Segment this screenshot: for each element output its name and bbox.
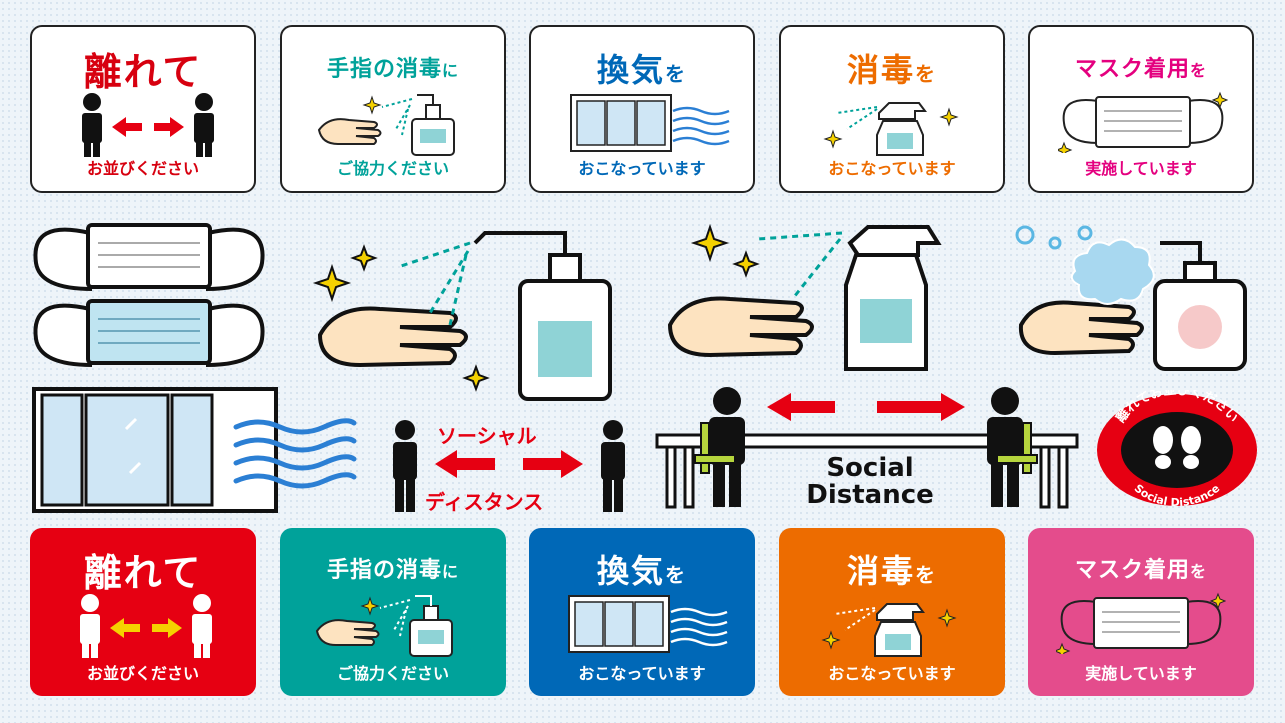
sign-title-text: 手指の消毒 [326,57,442,82]
sign-title-text: 離れて [83,551,203,595]
mask-icon [1058,91,1228,153]
table-seating-illustration [655,387,1079,509]
social-distance-people-icon [393,420,625,512]
sign-title: 換気を [529,546,755,592]
top-sign-row: 離れて お並びください 手指の消毒に ご協力ください [30,25,1255,195]
window-wind-icon [568,595,728,653]
sign-title: 消毒を [779,546,1005,592]
ventilation-sign-color: 換気を おこなっています [529,528,755,696]
disinfection-sign: 消毒を おこなっています [779,25,1005,193]
sign-subtitle: おこなっています [578,159,706,178]
two-people-icon [80,594,212,658]
sign-subtitle: ご協力ください [336,159,449,178]
sign-subtitle: 実施しています [1085,159,1197,178]
sign-title-suffix: に [442,562,460,581]
sign-title: 手指の消毒に [282,51,504,83]
masks-illustration [33,223,265,367]
social-distance-jp-top: ソーシャル [437,424,537,448]
sign-title-text: 換気 [596,51,665,89]
sign-title-suffix: を [915,563,937,587]
sign-title: 換気を [531,45,753,91]
spray-bottle-icon [821,603,957,657]
keep-distance-sign-color: 離れて お並びください [30,528,256,696]
disinfection-sign-color: 消毒を おこなっています [779,528,1005,696]
ventilation-sign: 換気を おこなっています [529,25,755,193]
sign-title: 手指の消毒に [280,552,506,584]
sign-subtitle: おこなっています [828,159,956,178]
sign-title-text: マスク着用 [1074,558,1190,583]
sign-subtitle: おこなっています [828,664,956,683]
sign-subtitle: 実施しています [1085,664,1197,683]
social-distance-line2: Distance [806,480,934,510]
sign-title-suffix: に [442,61,460,80]
spray-disinfect-illustration [667,223,942,371]
window-ventilation-illustration [32,387,357,513]
hand-sanitizer-icon [315,595,453,657]
two-people-icon [82,93,214,157]
sign-subtitle: ご協力ください [336,664,449,683]
sign-title-text: 手指の消毒 [326,558,442,583]
social-distance-jp-bottom: ディスタンス [425,490,544,514]
keep-distance-sign: 離れて お並びください [30,25,256,193]
sign-title-suffix: を [915,62,937,86]
hand-sanitize-sign-color: 手指の消毒に ご協力ください [280,528,506,696]
sign-title: 離れて [32,41,254,96]
window-wind-icon [570,94,730,152]
social-distance-line1: Social [826,453,914,483]
sign-title-suffix: を [665,563,687,587]
hand-sanitize-sign: 手指の消毒に ご協力ください [280,25,506,193]
bottom-sign-row: 離れて お並びください 手指の消毒に ご協力ください [30,528,1255,698]
sign-title-text: 消毒 [846,51,915,89]
social-distance-badge: 離れてお並びください Social Distance [1097,390,1257,508]
sign-subtitle: お並びください [86,664,199,683]
sign-title-text: 離れて [83,50,203,94]
social-distance-en: Social Distance [780,455,960,509]
hand-sanitizer-illustration [312,231,612,401]
sign-subtitle: お並びください [86,159,199,178]
mask-sign: マスク着用を 実施しています [1028,25,1254,193]
mask-icon [1056,592,1226,654]
spray-bottle-icon [823,102,959,156]
hand-sanitizer-icon [317,94,455,156]
sign-title: 消毒を [781,45,1003,91]
sign-subtitle: おこなっています [578,664,706,683]
sign-title-suffix: を [665,62,687,86]
sign-title-text: 換気 [596,552,665,590]
sign-title: 離れて [30,542,256,597]
sign-title-suffix: を [1190,61,1208,80]
sign-title: マスク着用を [1030,51,1252,83]
sign-title-suffix: を [1190,562,1208,581]
sign-title-text: 消毒 [846,552,915,590]
sign-title-text: マスク着用 [1074,57,1190,82]
mask-sign-color: マスク着用を 実施しています [1028,528,1254,696]
hand-soap-illustration [1015,225,1247,371]
sign-title: マスク着用を [1028,552,1254,584]
